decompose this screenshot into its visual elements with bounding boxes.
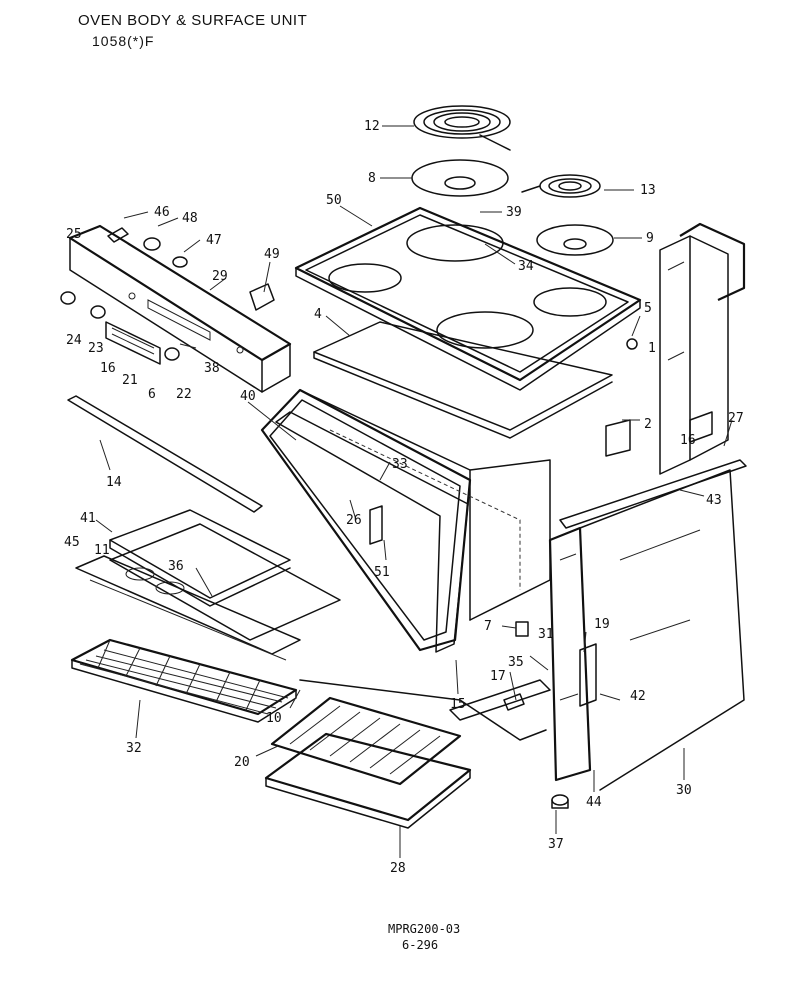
callout: 2: [644, 417, 652, 432]
callout: 16: [100, 361, 116, 376]
callout: 9: [646, 231, 654, 246]
callout: 24: [66, 333, 82, 348]
callout: 7: [484, 619, 492, 634]
leveling-leg: [551, 794, 569, 809]
callout: 31: [538, 627, 554, 642]
small-parts: [369, 338, 713, 711]
callout: 40: [240, 389, 256, 404]
callout: 8: [368, 171, 376, 186]
callout: 28: [390, 861, 406, 876]
callout: 45: [64, 535, 80, 550]
callout: 39: [506, 205, 522, 220]
callout: 38: [204, 361, 220, 376]
broiler-grid: [270, 696, 462, 786]
trim-strip: [67, 395, 263, 513]
callout: 51: [374, 565, 390, 580]
callout: 37: [548, 837, 564, 852]
callout: 13: [640, 183, 656, 198]
right-side-panel: [659, 222, 746, 475]
surface-element-large: [413, 105, 511, 151]
oven-bottom: [109, 523, 341, 641]
callout: 35: [508, 655, 524, 670]
callout: 4: [314, 307, 322, 322]
callout: 25: [66, 227, 82, 242]
callout: 48: [182, 211, 198, 226]
callout: 22: [176, 387, 192, 402]
callout-labels: 12 8 13 50 39 9 34 46 48 25 47 29 49 4 5…: [64, 119, 744, 876]
callout: 29: [212, 269, 228, 284]
side-wall: [579, 469, 745, 791]
callout: 15: [450, 697, 466, 712]
callout: 26: [346, 513, 362, 528]
callout: 16: [680, 433, 696, 448]
control-panel-backguard: [68, 224, 292, 393]
callout: 21: [122, 373, 138, 388]
drip-bowl-large: [411, 159, 509, 197]
side-strip: [559, 459, 747, 529]
model-number: 1058(*)F: [92, 33, 155, 49]
callout: 30: [676, 783, 692, 798]
callout: 42: [630, 689, 646, 704]
callout: 49: [264, 247, 280, 262]
callout: 32: [126, 741, 142, 756]
surface-element-small: [521, 174, 601, 198]
callout: 1: [648, 341, 656, 356]
callout: 11: [94, 543, 110, 558]
callout: 19: [594, 617, 610, 632]
callout: 50: [326, 193, 342, 208]
leader-lines: [95, 125, 733, 858]
broiler-pan: [264, 732, 472, 829]
callout: 20: [234, 755, 250, 770]
callout: 47: [206, 233, 222, 248]
cooktop: [294, 206, 642, 391]
knob-parts: [60, 227, 275, 365]
callout: 36: [168, 559, 184, 574]
callout: 5: [644, 301, 652, 316]
callout: 41: [80, 511, 96, 526]
callout: 27: [728, 411, 744, 426]
bottom-front-trim: [299, 679, 551, 741]
page-reference: 6-296: [402, 938, 439, 952]
callout: 23: [88, 341, 104, 356]
callout: 17: [490, 669, 506, 684]
callout: 34: [518, 259, 534, 274]
broil-pan-insert: [109, 509, 291, 607]
drip-bowl-small: [536, 224, 614, 256]
callout: 44: [586, 795, 602, 810]
diagram-title: OVEN BODY & SURFACE UNIT: [78, 12, 308, 29]
callout: 46: [154, 205, 170, 220]
callout: 10: [266, 711, 282, 726]
callout: 43: [706, 493, 722, 508]
oven-rack-lower: [70, 638, 298, 723]
callout: 12: [364, 119, 380, 134]
callout: 6: [148, 387, 156, 402]
document-code: MPRG200-03: [388, 922, 461, 936]
door-gasket-frame: [275, 411, 469, 653]
front-frame: [548, 526, 592, 782]
callout: 14: [106, 475, 122, 490]
main-top-panel: [313, 321, 613, 439]
callout: 33: [392, 457, 408, 472]
oven-rack-upper: [75, 555, 301, 661]
